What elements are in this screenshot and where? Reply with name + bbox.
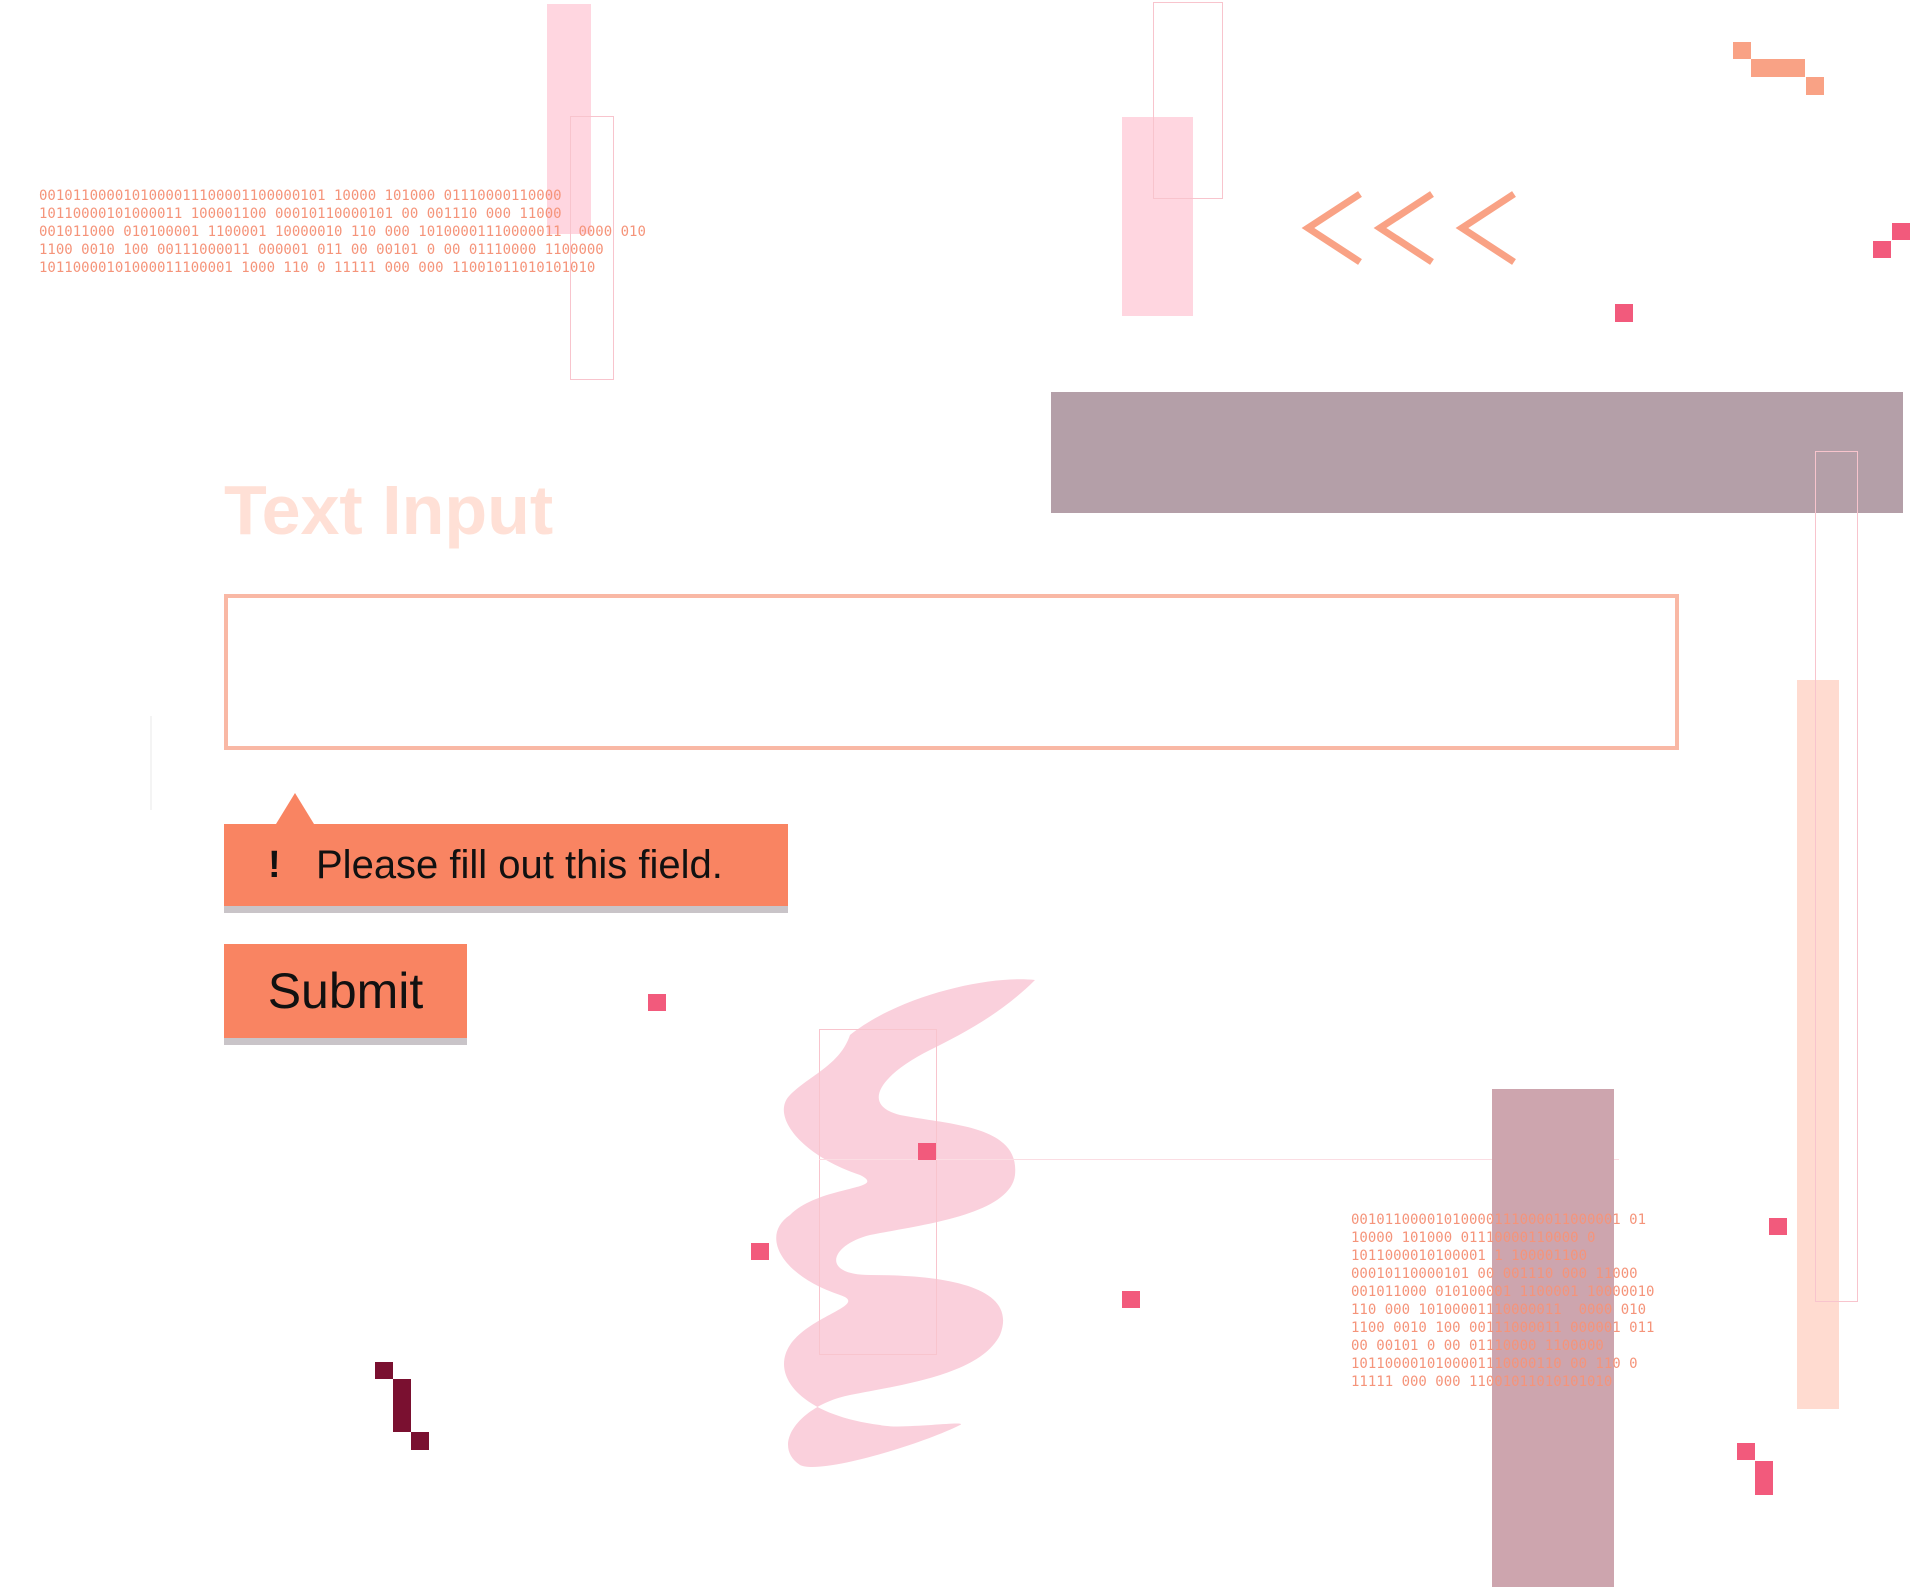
decor-pixel <box>1755 1461 1773 1478</box>
binary-text-top: 0010110000101000011100001100000101 10000… <box>39 188 646 276</box>
decor-pink-block-top <box>1122 117 1193 316</box>
decor-pixel <box>1122 1291 1140 1308</box>
decor-pixel <box>1769 1218 1787 1235</box>
validation-tooltip: ! Please fill out this field. <box>224 793 788 906</box>
decor-outline-column-top <box>570 116 614 380</box>
decor-pixel <box>918 1143 936 1160</box>
decor-pixel <box>648 994 666 1011</box>
validation-message: Please fill out this field. <box>316 842 723 887</box>
decor-rose-column-bottom <box>1492 1089 1614 1587</box>
decor-pixel <box>1751 59 1805 77</box>
decor-pixel <box>1615 304 1633 322</box>
decor-outline-block-top <box>1153 2 1223 199</box>
decor-pixel <box>1873 241 1891 258</box>
decor-pixel <box>1737 1443 1755 1460</box>
warning-icon: ! <box>268 843 281 886</box>
text-input-field[interactable] <box>224 594 1679 750</box>
decor-pink-column-top <box>547 4 591 234</box>
page-title: Text Input <box>224 471 554 549</box>
chevrons-icon <box>1300 182 1520 282</box>
decor-outline-brush <box>819 1029 937 1355</box>
decor-mauve-bar <box>1051 392 1903 513</box>
decor-pixel <box>411 1432 429 1450</box>
binary-text-bottom: 00101100001010000111000011000001 01 1000… <box>1351 1212 1655 1390</box>
tooltip-arrow <box>276 793 314 824</box>
decor-brush-stroke <box>760 975 1040 1470</box>
submit-button[interactable]: Submit <box>224 944 467 1038</box>
decor-pixel <box>393 1379 411 1432</box>
decor-pixel <box>375 1362 393 1379</box>
decor-pixel <box>1733 42 1751 59</box>
decor-outline-column-right <box>1815 451 1858 1302</box>
decor-peach-column-right <box>1797 680 1839 1409</box>
decor-pixel <box>1892 223 1910 240</box>
decor-hairline <box>819 1159 1619 1160</box>
decor-pixel <box>751 1243 769 1260</box>
decor-pixel <box>1806 77 1824 95</box>
decor-faint-marker <box>150 716 152 810</box>
decor-pixel <box>1755 1478 1773 1495</box>
